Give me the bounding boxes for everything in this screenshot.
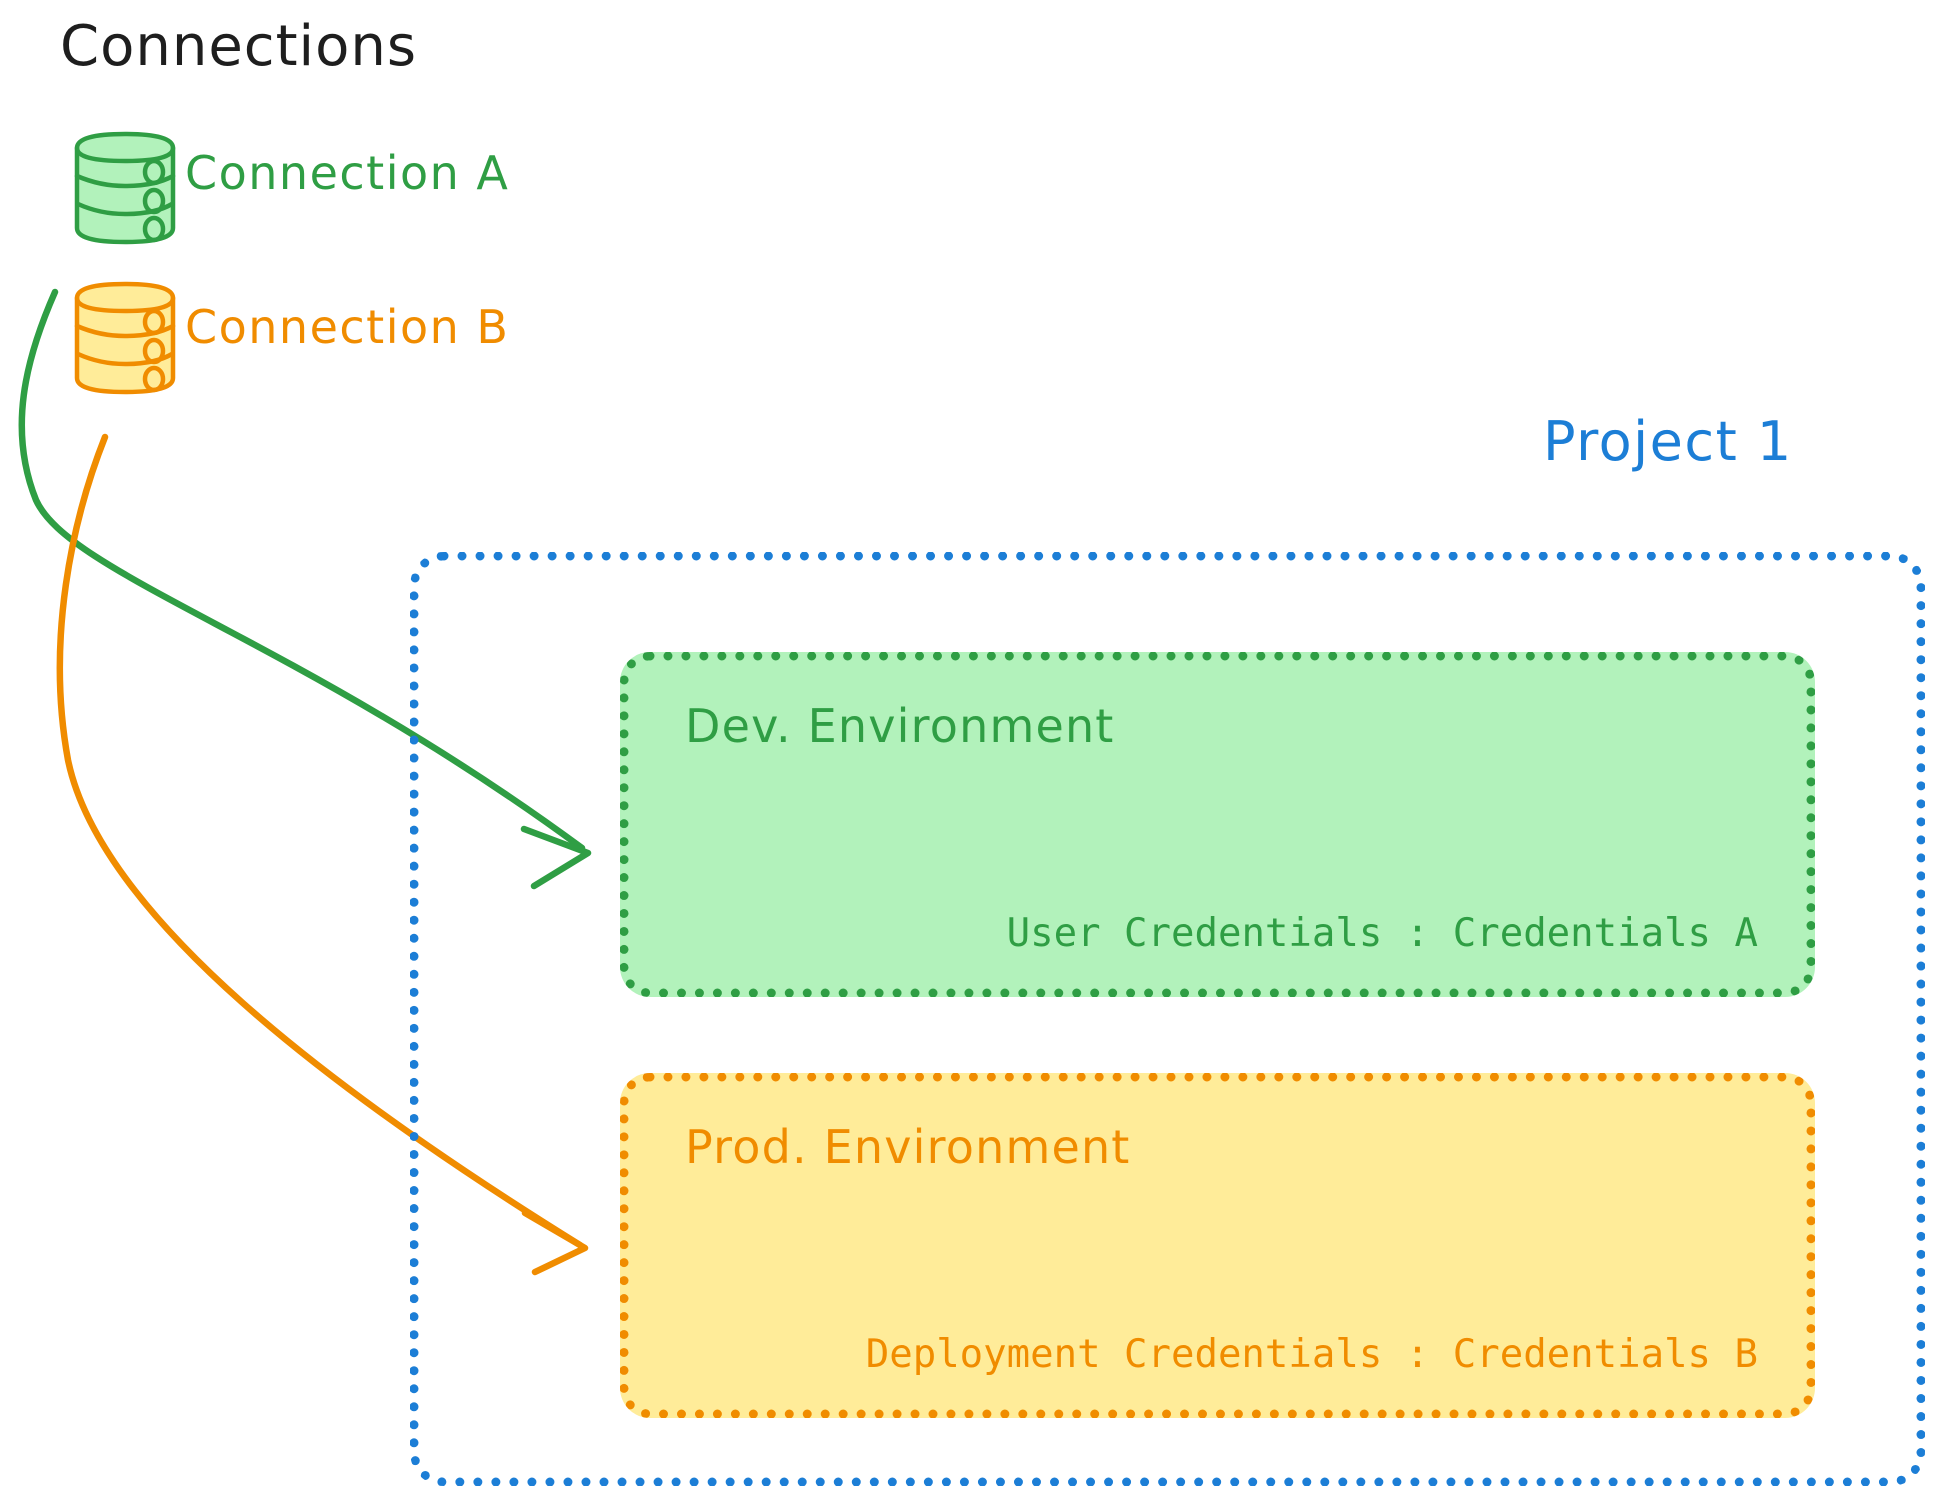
project-container xyxy=(410,552,1925,1486)
prod-environment-box: Prod. Environment Deployment Credentials… xyxy=(620,1073,1815,1418)
connection-b-database-icon xyxy=(70,278,180,402)
connection-b-label: Connection B xyxy=(185,300,510,354)
dev-environment-credentials: User Credentials : Credentials A xyxy=(1006,911,1758,956)
dev-environment-title: Dev. Environment xyxy=(685,699,1115,753)
prod-environment-credentials: Deployment Credentials : Credentials B xyxy=(865,1332,1758,1377)
page-title: Connections xyxy=(60,14,418,79)
prod-environment-title: Prod. Environment xyxy=(685,1120,1131,1174)
connection-a-label: Connection A xyxy=(185,146,510,200)
connection-a-database-icon xyxy=(70,128,180,252)
dev-environment-box: Dev. Environment User Credentials : Cred… xyxy=(620,652,1815,997)
project-label: Project 1 xyxy=(1543,410,1793,473)
